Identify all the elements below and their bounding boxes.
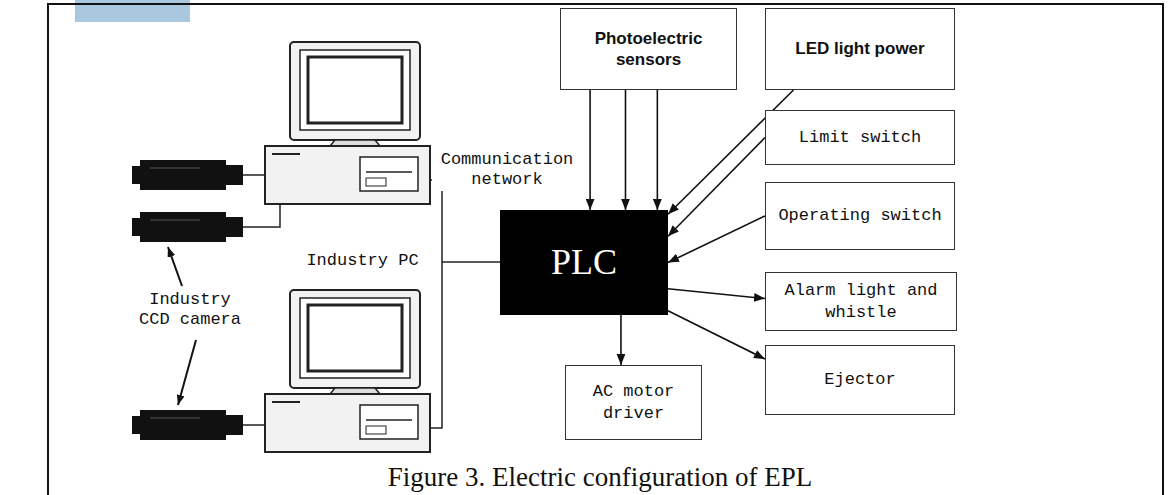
network-cable [430,180,442,428]
device-label: Industry CCD camera [132,290,248,331]
ccd-camera [132,212,243,242]
frame [48,4,1163,495]
leader-arrow [178,340,196,405]
controller-box: PLC [500,210,668,315]
signal-arrow [668,289,765,299]
industry-pc [265,290,430,452]
output-box: Alarm light and whistle [765,272,957,331]
box-label: Photoelectric sensors [567,28,730,71]
header-bar [75,0,190,22]
camera-cable [243,424,265,426]
industry-pc [265,42,430,204]
signal-arrow [668,216,765,263]
output-box: Ejector [765,345,955,415]
box-label: Operating switch [778,205,941,226]
signal-arrow [657,90,659,210]
output-box: AC motor driver [565,365,702,440]
box-label: Ejector [824,369,895,390]
camera-cable [243,174,265,176]
network-label: Communication network [432,150,582,191]
box-label: LED light power [795,38,924,59]
camera-cable [243,204,280,227]
power-box: LED light power [765,8,955,90]
signal-arrow [620,315,622,365]
signal-arrow [589,90,591,210]
ccd-camera [132,410,243,440]
box-label: Limit switch [799,127,921,148]
input-box: Limit switch [765,110,955,165]
box-label: AC motor driver [572,381,695,424]
box-label: Alarm light and whistle [772,280,950,323]
leader-arrow [168,247,182,286]
sensor-box: Photoelectric sensors [560,8,737,90]
figure-caption: Figure 3. Electric configuration of EPL [200,463,1000,493]
signal-arrow [625,90,627,210]
ccd-camera [132,160,243,190]
input-box: Operating switch [765,182,955,250]
device-label: Industry PC [300,251,425,271]
box-label: PLC [551,240,617,285]
signal-arrow [668,138,765,237]
signal-arrow [668,311,765,359]
network-cable [442,261,500,263]
